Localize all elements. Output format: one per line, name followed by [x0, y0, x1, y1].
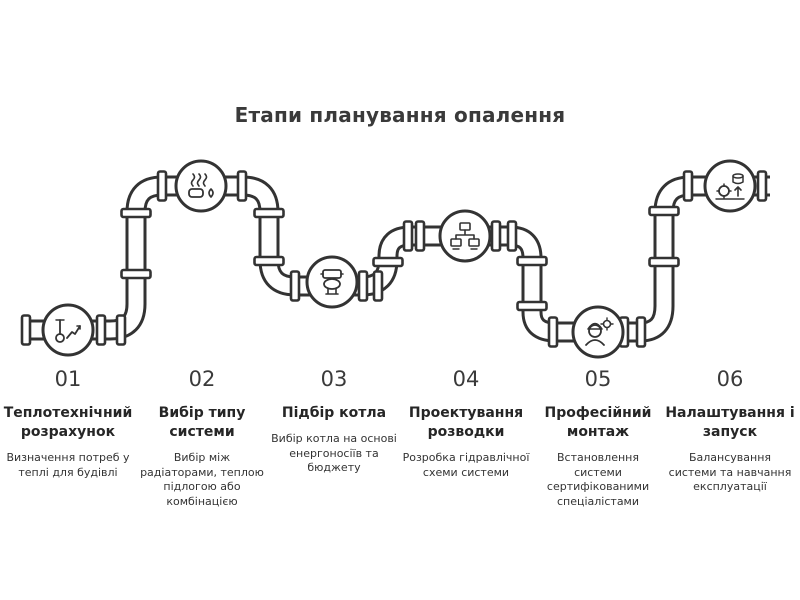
pipe-coupling: [156, 170, 168, 202]
step-title: Вибір типу системи: [158, 405, 246, 440]
pipe-coupling: [372, 256, 404, 268]
pipe-coupling: [20, 314, 32, 346]
pipe-coupling: [253, 207, 285, 219]
pipe-coupling: [682, 170, 694, 202]
step-number: 01: [54, 367, 82, 391]
step-description: Визначення потреб у теплі для будівлі: [6, 451, 130, 479]
pipe-coupling: [402, 220, 414, 252]
step-1: 01 Теплотехнічний розрахунок Визначення …: [2, 365, 134, 480]
pipe-coupling: [648, 205, 680, 217]
pipe-couplings: [20, 170, 768, 348]
step-title: Підбір котла: [281, 405, 387, 421]
step-node-circle: [174, 159, 228, 213]
step-description: Встановлення системи сертифікованими спе…: [546, 451, 650, 508]
step-2: 02 Вибір типу системи Вибір між радіатор…: [136, 365, 268, 509]
pipe-coupling: [547, 316, 559, 348]
pipe-coupling: [506, 220, 518, 252]
pipe-coupling: [253, 255, 285, 267]
step-title: Проектування розводки: [408, 405, 524, 440]
pipe-coupling: [635, 316, 647, 348]
network-scheme-icon: [438, 209, 492, 263]
step-number: 03: [320, 367, 348, 391]
step-description: Вибір котла на основі енергоносіїв та бю…: [271, 432, 397, 474]
pipe-coupling: [414, 220, 426, 252]
pipe-coupling: [236, 170, 248, 202]
step-number: 05: [584, 367, 612, 391]
step-title: Налаштування і запуск: [665, 405, 795, 440]
step-3: 03 Підбір котла Вибір котла на основі ен…: [268, 365, 400, 476]
step-6: 06 Налаштування і запуск Балансування си…: [664, 365, 796, 495]
step-number: 06: [716, 367, 744, 391]
pipe-coupling: [756, 170, 768, 202]
step-5: 05 Професійний монтаж Встановлення систе…: [532, 365, 664, 509]
pipe-coupling: [120, 207, 152, 219]
step-node-circle: [571, 305, 625, 359]
step-4: 04 Проектування розводки Розробка гідрав…: [400, 365, 532, 480]
pipe-coupling: [289, 270, 301, 302]
step-description: Вибір між радіаторами, теплою підлогою а…: [140, 451, 264, 508]
engineer-gear-icon: [571, 305, 625, 359]
step-number: 04: [452, 367, 480, 391]
pipe-coupling: [516, 300, 548, 312]
boiler-icon: [305, 255, 359, 309]
step-node-circle: [438, 209, 492, 263]
pipe-coupling: [115, 314, 127, 346]
step-description: Розробка гідравлічної схеми системи: [402, 451, 530, 479]
pipe-coupling: [648, 256, 680, 268]
step-node-circle: [41, 303, 95, 357]
pipe-coupling: [372, 270, 384, 302]
pipe-coupling: [95, 314, 107, 346]
step-nodes: [41, 159, 757, 359]
balance-gears-icon: [703, 159, 757, 213]
pipeline: [20, 159, 770, 359]
pipe-coupling: [516, 255, 548, 267]
diagram-title: Етапи планування опалення: [234, 103, 566, 127]
pipe-coupling: [490, 220, 502, 252]
step-node-circle: [703, 159, 757, 213]
step-number: 02: [188, 367, 216, 391]
thermometer-chart-icon: [41, 303, 95, 357]
pipe-coupling: [357, 270, 369, 302]
step-title: Професійний монтаж: [544, 405, 652, 440]
step-node-circle: [305, 255, 359, 309]
radiator-floor-icon: [174, 159, 228, 213]
step-description: Балансування системи та навчання експлуа…: [668, 451, 792, 493]
pipe-coupling: [120, 268, 152, 280]
step-title: Теплотехнічний розрахунок: [3, 405, 133, 440]
